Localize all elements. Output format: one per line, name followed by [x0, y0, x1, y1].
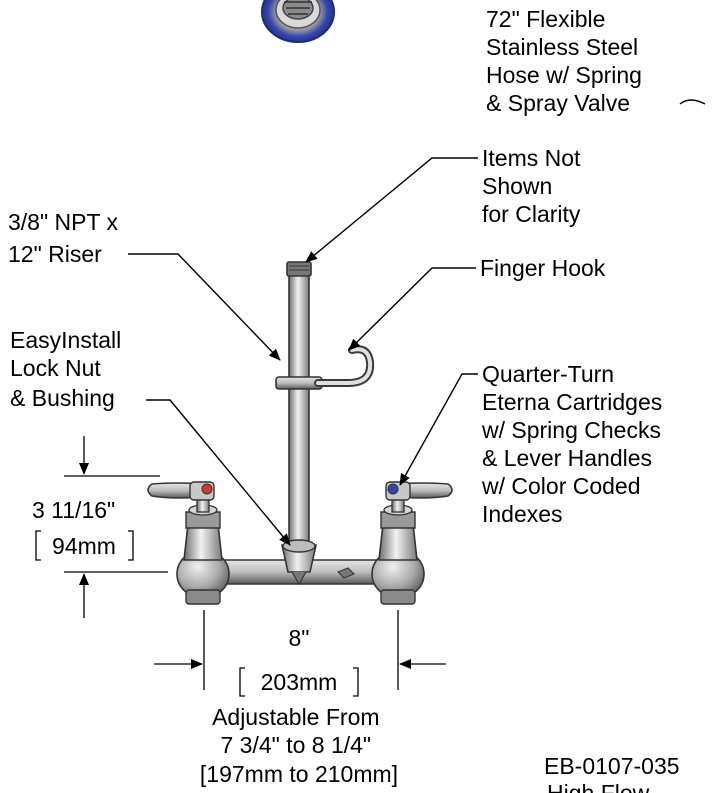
dimension-lines	[35, 436, 446, 697]
adjust-line-3: [197mm to 210mm]	[200, 761, 398, 787]
not-shown-line-3: for Clarity	[482, 201, 581, 227]
cartridges-line-5: w/ Color Coded	[481, 473, 641, 499]
not-shown-line-2: Shown	[482, 173, 552, 199]
finger-hook-callout: Finger Hook	[480, 255, 606, 281]
hose-callout: 72" Flexible Stainless Steel Hose w/ Spr…	[486, 6, 648, 116]
part-subtitle: High Flow	[547, 780, 650, 793]
hose-line-2: Stainless Steel	[486, 34, 638, 60]
hose-line-1: 72" Flexible	[486, 6, 605, 32]
not-shown-callout: Items Not Shown for Clarity	[482, 145, 587, 227]
height-inches: 3 11/16"	[32, 497, 115, 523]
not-shown-line-1: Items Not	[482, 145, 581, 171]
part-number: EB-0107-035	[544, 753, 680, 779]
width-inches: 8"	[289, 625, 310, 651]
cartridges-line-2: Eterna Cartridges	[482, 389, 662, 415]
lever-handle-left	[147, 481, 215, 501]
adjust-line-2: 7 3/4" to 8 1/4"	[221, 732, 372, 758]
hose-line-3: Hose w/ Spring	[486, 62, 642, 88]
cartridges-line-6: Indexes	[482, 501, 563, 527]
adjustable-range: Adjustable From 7 3/4" to 8 1/4" [197mm …	[200, 704, 398, 787]
finger-hook	[275, 345, 375, 390]
lock-nut-callout: EasyInstall Lock Nut & Bushing	[10, 327, 128, 411]
lock-nut-line-1: EasyInstall	[10, 327, 121, 353]
lever-handle-right	[385, 481, 453, 501]
width-mm: 203mm	[261, 669, 338, 695]
cartridges-line-3: w/ Spring Checks	[481, 417, 661, 443]
lock-nut-line-3: & Bushing	[10, 385, 115, 411]
riser-pipe	[286, 261, 312, 547]
lock-nut-line-2: Lock Nut	[10, 355, 101, 381]
riser-line-1: 3/8" NPT x	[8, 209, 119, 235]
cartridges-callout: Quarter-Turn Eterna Cartridges w/ Spring…	[481, 361, 669, 527]
leader-lines	[128, 99, 706, 546]
cartridges-line-1: Quarter-Turn	[482, 361, 614, 387]
height-mm: 94mm	[52, 533, 116, 559]
hose-line-4: & Spray Valve	[486, 90, 630, 116]
spray-valve	[261, 0, 335, 43]
finger-hook-label: Finger Hook	[480, 255, 606, 281]
cartridges-line-4: & Lever Handles	[482, 445, 652, 471]
riser-callout: 3/8" NPT x 12" Riser	[8, 209, 124, 267]
adjust-line-1: Adjustable From	[212, 704, 379, 730]
riser-line-2: 12" Riser	[8, 241, 102, 267]
